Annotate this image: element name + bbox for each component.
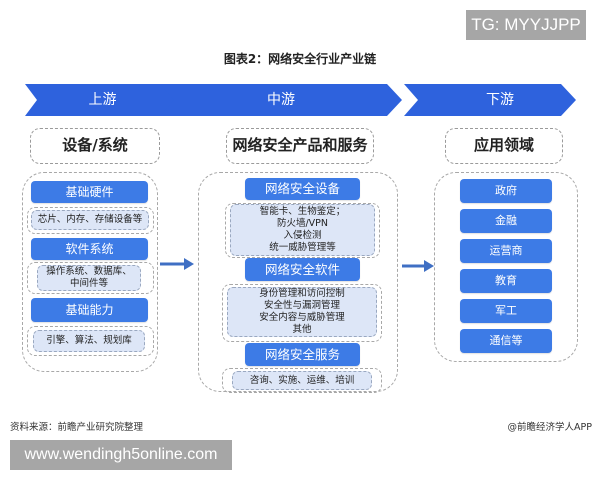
stage-chevron-downstream: 下游 bbox=[404, 84, 576, 116]
detail-line: 中间件等 bbox=[69, 278, 108, 289]
watermark-badge-bottom: www.wendingh5online.com bbox=[10, 440, 232, 470]
stage-label: 下游 bbox=[486, 92, 514, 108]
block-basic-hardware: 基础硬件 bbox=[31, 181, 148, 203]
block-security-services: 网络安全服务 bbox=[245, 343, 360, 366]
block-security-devices: 网络安全设备 bbox=[245, 178, 360, 200]
application-item-telecom: 通信等 bbox=[460, 329, 552, 353]
detail-line: 操作系统、数据库、 bbox=[46, 266, 132, 277]
stage-chevron-midstream: 中游 bbox=[160, 84, 402, 116]
chevron-shape-icon bbox=[160, 84, 402, 116]
flow-arrow-icon bbox=[402, 260, 434, 272]
detail-line: 安全性与漏洞管理 bbox=[263, 300, 340, 311]
application-item-education: 教育 bbox=[460, 269, 552, 293]
block-security-software: 网络安全软件 bbox=[245, 258, 360, 281]
detail-line: 引擎、算法、规划库 bbox=[46, 335, 132, 346]
detail-outer bbox=[222, 284, 382, 342]
application-item-finance: 金融 bbox=[460, 209, 552, 233]
detail-line: 防火墙/VPN bbox=[276, 218, 329, 229]
detail-line: 安全内容与威胁管理 bbox=[259, 312, 345, 323]
chevron-shape-icon bbox=[25, 84, 180, 116]
detail-outer bbox=[27, 326, 154, 356]
detail-outer bbox=[222, 368, 382, 393]
stage-label: 中游 bbox=[267, 92, 295, 108]
flow-arrow-icon bbox=[160, 258, 194, 270]
detail-line: 咨询、实施、运维、培训 bbox=[249, 374, 355, 386]
figure-title: 图表2：网络安全行业产业链 bbox=[223, 52, 377, 66]
watermark-badge-top: TG: MYYJJPP bbox=[466, 10, 586, 40]
detail-outer bbox=[225, 203, 380, 258]
application-item-operators: 运营商 bbox=[460, 239, 552, 263]
detail-security-software: 身份管理和访问控制 安全性与漏洞管理 安全内容与威胁管理 其他 bbox=[227, 287, 377, 337]
detail-line: 统一威胁管理等 bbox=[269, 242, 336, 253]
detail-basic-hardware: 芯片、内存、存储设备等 bbox=[31, 210, 149, 230]
stage-header-upstream: 设备/系统 bbox=[30, 128, 160, 164]
detail-outer bbox=[27, 207, 154, 234]
detail-line: 其他 bbox=[292, 324, 312, 335]
block-software-system: 软件系统 bbox=[31, 238, 148, 260]
application-item-government: 政府 bbox=[460, 179, 552, 203]
stage-header-downstream: 应用领域 bbox=[445, 128, 563, 164]
source-note: 资料来源：前瞻产业研究院整理 bbox=[10, 422, 144, 433]
stage-header-midstream: 网络安全产品和服务 bbox=[226, 128, 374, 164]
detail-line: 入侵检测 bbox=[283, 230, 322, 241]
block-basic-capability: 基础能力 bbox=[31, 298, 148, 322]
detail-outer bbox=[27, 262, 154, 294]
credit-note: @前瞻经济学人APP bbox=[507, 422, 592, 433]
application-item-military: 军工 bbox=[460, 299, 552, 323]
stage-chevron-upstream: 上游 bbox=[25, 84, 180, 116]
detail-line: 智能卡、生物鉴定； bbox=[259, 206, 346, 217]
detail-line: 身份管理和访问控制 bbox=[259, 288, 345, 299]
chevron-shape-icon bbox=[404, 84, 576, 116]
detail-security-services: 咨询、实施、运维、培训 bbox=[232, 371, 372, 390]
detail-line: 芯片、内存、存储设备等 bbox=[37, 214, 143, 225]
detail-security-devices: 智能卡、生物鉴定； 防火墙/VPN 入侵检测 统一威胁管理等 bbox=[230, 204, 375, 256]
detail-software-system: 操作系统、数据库、 中间件等 bbox=[37, 265, 141, 291]
stage-label: 上游 bbox=[88, 92, 117, 108]
detail-basic-capability: 引擎、算法、规划库 bbox=[33, 330, 145, 352]
